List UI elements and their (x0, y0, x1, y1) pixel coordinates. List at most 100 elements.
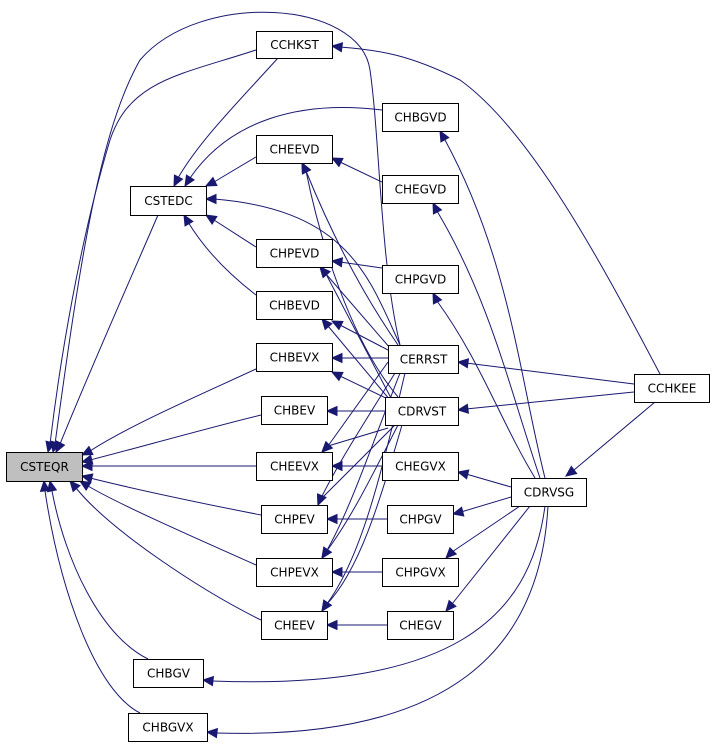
node-chbgvx[interactable]: CHBGVX (128, 713, 208, 742)
edge-cdrvst-to-chbevx (330, 371, 391, 401)
arrowhead (565, 465, 578, 477)
node-box (130, 186, 207, 216)
edge-cchkee-to-cdrvsg (565, 401, 656, 477)
arrowhead (321, 599, 333, 613)
arrowhead (317, 493, 327, 507)
edge-line (75, 487, 262, 621)
node-chpevx[interactable]: CHPEVX (256, 558, 333, 587)
edge-line (339, 375, 391, 401)
node-label: CHBEVD (269, 299, 320, 313)
node-label: CERRST (400, 353, 448, 367)
arrowhead (330, 42, 344, 53)
edge-line (213, 198, 401, 346)
node-chbgv[interactable]: CHBGV (133, 659, 204, 688)
node-cchkst[interactable]: CCHKST (256, 31, 333, 59)
node-cstedc[interactable]: CSTEDC (130, 186, 207, 216)
edge-cchkee-to-cerrst (456, 358, 635, 385)
node-box (634, 374, 710, 403)
node-chpgv[interactable]: CHPGV (387, 505, 454, 534)
arrowhead (456, 403, 470, 414)
arrowhead (184, 174, 196, 188)
node-chpev[interactable]: CHPEV (261, 505, 328, 534)
node-chpevd[interactable]: CHPEVD (256, 239, 333, 268)
node-label: CHPEV (274, 513, 315, 527)
node-cerrst[interactable]: CERRST (388, 345, 459, 374)
node-box (382, 265, 459, 294)
edge-line (339, 161, 383, 183)
edge-cdrvst-to-chpevd (319, 266, 393, 401)
edge-chpevd-to-cstedc (204, 214, 257, 248)
arrowhead (80, 460, 93, 472)
node-cdrvst[interactable]: CDRVST (385, 397, 459, 426)
node-chpgvx[interactable]: CHPGVX (382, 558, 459, 587)
node-cheevx[interactable]: CHEEVX (256, 452, 333, 481)
edge-line (327, 325, 391, 401)
edge-chbgvx-to-csteqr (39, 479, 141, 714)
edge-cerrst-to-cstedc (204, 193, 401, 346)
node-cheev[interactable]: CHEEV (261, 611, 328, 640)
node-chbevx[interactable]: CHBEVX (256, 343, 333, 372)
node-chbev[interactable]: CHBEV (261, 396, 328, 425)
edge-cdrvsg-to-chpgvx (445, 505, 521, 559)
edge-line (89, 368, 257, 452)
node-label: CHBEVX (270, 351, 320, 365)
edge-chbgv-to-csteqr (46, 479, 149, 660)
edge-chpev-to-csteqr (80, 473, 262, 516)
edge-layer (39, 11, 661, 739)
edge-line (319, 372, 396, 501)
node-label: CHPGV (399, 513, 442, 527)
node-box (387, 505, 454, 534)
node-label: CCHKST (270, 38, 319, 52)
node-box (128, 713, 208, 742)
edge-line (49, 49, 257, 445)
node-cchkee[interactable]: CCHKEE (634, 374, 710, 403)
edge-chpgvd-to-chpevd (330, 257, 383, 269)
node-box (256, 558, 333, 587)
node-box (133, 659, 204, 688)
edge-cdrvsg-to-chegv (445, 505, 531, 612)
node-csteqr[interactable]: CSTEQR (6, 452, 83, 482)
arrowhead (173, 174, 184, 188)
node-label: CHPEVX (270, 566, 319, 580)
arrowhead (78, 480, 92, 492)
node-chbgvd[interactable]: CHBGVD (382, 103, 459, 132)
edge-line (339, 324, 389, 351)
edge-line (59, 214, 159, 445)
node-chegv[interactable]: CHEGV (387, 611, 454, 640)
node-box (382, 558, 459, 587)
node-layer: CSTEQR CSTEDC CCHKST CHBGVD CHEEVD CHEGVD CHPE… (6, 31, 710, 742)
node-cdrvsg[interactable]: CDRVSG (511, 478, 587, 507)
node-label: CHEEV (274, 619, 316, 633)
node-chbevd[interactable]: CHBEVD (256, 291, 333, 320)
node-chegvd[interactable]: CHEGVD (382, 175, 459, 204)
edge-cchkst-to-cstedc (173, 57, 279, 188)
node-box (382, 452, 459, 481)
edge-line (305, 170, 399, 346)
edge-cchkst-to-csteqr (45, 49, 257, 454)
edge-chbevx-to-csteqr (80, 368, 257, 456)
edge-line (213, 219, 257, 248)
node-label: CHBGVD (394, 111, 446, 125)
arrowhead (321, 440, 334, 453)
edge-cdrvst-to-cheevd (301, 161, 399, 398)
node-chegvx[interactable]: CHEGVX (382, 452, 459, 481)
node-chpgvd[interactable]: CHPGVD (382, 265, 459, 294)
edge-cerrst-to-csteqr (50, 11, 401, 454)
arrowhead (205, 727, 219, 739)
edge-chpevx-to-csteqr (78, 480, 257, 566)
edge-cerrst-to-chbevx (330, 352, 388, 364)
edge-chbevd-to-cstedc (183, 213, 257, 296)
node-box (256, 239, 333, 268)
edge-line (325, 273, 393, 401)
arrowhead (319, 266, 331, 279)
edge-line (213, 156, 257, 183)
edge-line (189, 107, 383, 179)
arrowhead (201, 675, 215, 687)
node-cheevd[interactable]: CHEEVD (256, 135, 333, 164)
arrowhead (330, 566, 343, 578)
edge-line (444, 139, 546, 479)
edge-cdrvsg-to-chegvd (432, 201, 541, 479)
edge-line (211, 505, 546, 683)
edge-line (465, 473, 512, 488)
